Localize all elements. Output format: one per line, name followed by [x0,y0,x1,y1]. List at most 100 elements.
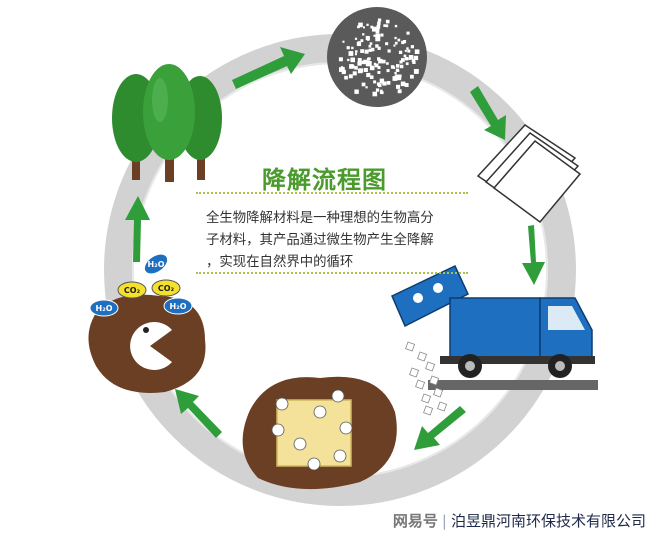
molecule-h2o-left: H₂O [89,299,119,317]
granule [380,89,383,93]
granule [341,69,346,75]
granule [375,28,380,32]
granule [357,58,362,62]
granule [404,83,409,87]
granule [363,59,368,65]
granule [366,72,371,78]
arrow-compost-to-microbe [175,389,222,438]
watermark-footer: 网易号|泊昱鼎河南环保技术有限公司 [393,510,646,531]
granule [366,23,369,26]
granule [380,33,384,37]
granule [348,51,354,56]
granule [381,81,384,84]
platform-name: 网易号 [392,512,438,530]
granule [376,25,381,29]
granule [338,57,343,62]
granule [385,24,389,28]
granule [413,55,419,61]
granule [402,40,407,44]
granule [346,46,350,50]
granule [354,53,357,56]
falling-flake [421,393,432,404]
granule [382,81,387,86]
falling-flake [417,351,428,362]
granule [361,82,366,87]
granule [378,58,383,64]
granule [392,76,398,81]
footer-separator: | [441,512,447,530]
granule [394,24,398,28]
diagram-title: 降解流程图 [262,166,387,194]
falling-flake [409,367,420,378]
granule [366,61,372,66]
granule [404,57,409,61]
granule [394,71,397,75]
granule [356,41,362,46]
granule [407,49,411,53]
granule [394,41,398,45]
granule [354,89,359,94]
granule [382,59,386,64]
granule [357,61,362,66]
granule [394,36,397,40]
granule [342,40,345,43]
microbe-dots [271,389,353,471]
svg-text:H₂O: H₂O [96,304,113,313]
granule [364,49,369,54]
granule [410,75,414,79]
granule [410,45,414,49]
granule [355,50,358,53]
molecule-co2-top: CO₂ [117,281,147,299]
granule [375,30,380,34]
granule [360,49,364,53]
granule [377,21,381,26]
granule [414,49,420,54]
falling-flake [437,401,448,412]
granule [396,84,401,89]
granule [369,42,373,45]
granule [379,78,385,83]
granule [363,68,368,72]
granule [350,57,354,62]
company-name: 泊昱鼎河南环保技术有限公司 [450,512,646,530]
granule [344,75,348,80]
granule [405,62,409,66]
granule [387,49,391,53]
trees-icon [112,64,222,182]
molecule-h2o-top: H₂O [143,253,169,275]
granule [369,65,375,71]
granule [406,31,410,35]
granule [375,88,380,92]
granule [360,39,364,43]
granule [400,64,404,69]
microbe-pacman-icon [88,294,206,393]
granule [375,33,381,39]
granule [375,44,379,48]
granule [340,66,344,69]
granule [373,62,376,65]
granule [354,37,358,40]
granule [377,66,381,70]
film-sheets-icon [476,124,582,224]
granule [373,80,377,84]
granule [404,49,407,52]
granule [401,58,405,62]
granule [354,66,358,70]
granule [372,26,377,32]
falling-flake [425,361,436,372]
granule [397,69,400,72]
granule [377,57,381,61]
description-line-1: 全生物降解材料是一种理想的生物高分 [206,211,434,226]
granule [362,33,365,36]
granule [370,47,375,52]
falling-flake [405,341,416,352]
granule [370,25,374,29]
granule [385,42,389,46]
granule [383,24,386,27]
granule [369,75,374,79]
granule [386,81,391,85]
granule [411,58,416,63]
granule [375,36,381,42]
granule [368,44,372,48]
molecule-h2o-right: H₂O [163,297,193,315]
